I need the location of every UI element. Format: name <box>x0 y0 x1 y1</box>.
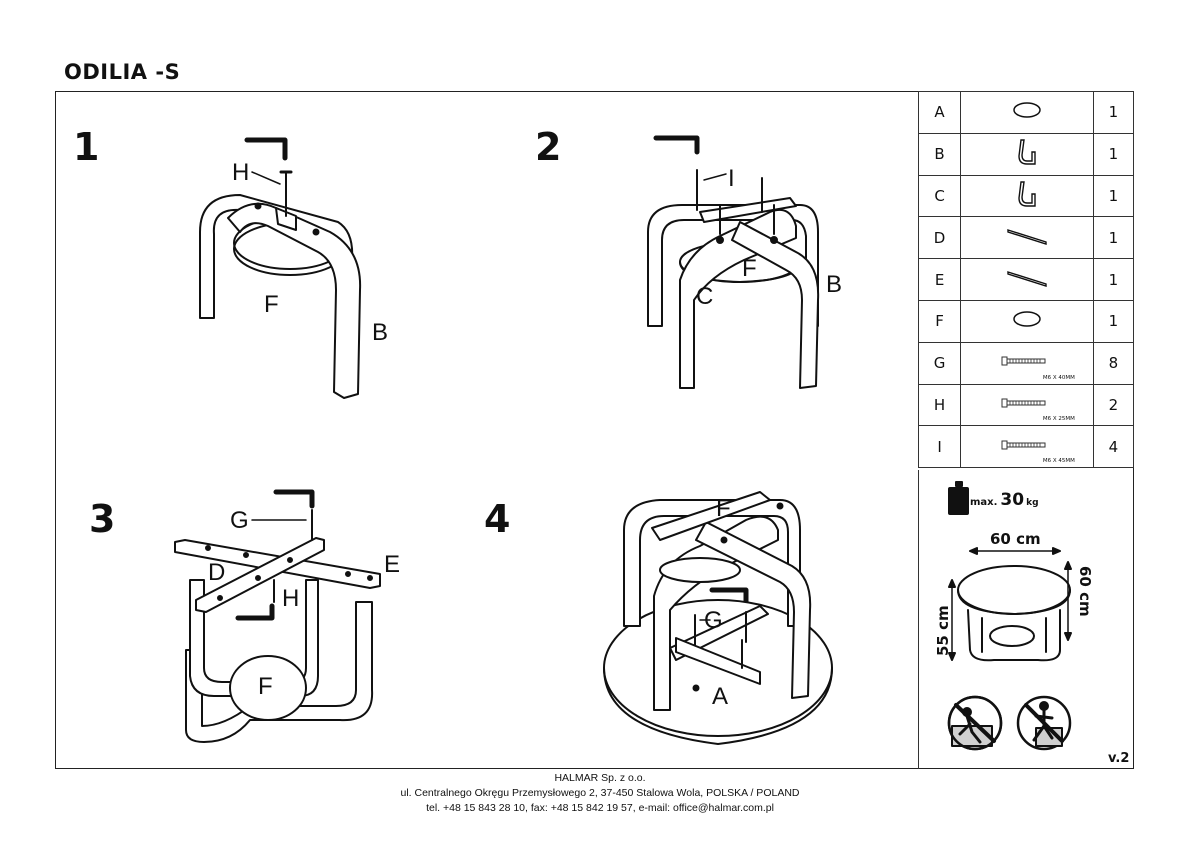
part-letter: C <box>917 174 962 218</box>
screw-icon: M6 X 25MM <box>960 383 1094 427</box>
cross-bar-icon <box>960 216 1094 260</box>
part-quantity: 1 <box>1092 216 1135 260</box>
cross-bar-icon <box>960 258 1094 301</box>
max-load-value: 30 <box>1000 490 1025 510</box>
screw-size-label: M6 X 45MM <box>1042 458 1075 465</box>
part-quantity: 1 <box>1092 132 1135 176</box>
part-letter: A <box>917 91 962 134</box>
round-shelf-icon <box>960 299 1094 343</box>
step3-label-g: G <box>230 507 249 534</box>
part-letter: I <box>917 425 962 469</box>
part-quantity: 1 <box>1092 174 1135 218</box>
footer-address: ul. Centralnego Okręgu Przemysłowego 2, … <box>400 787 800 799</box>
max-load-unit: kg <box>1026 498 1039 508</box>
tool-arrow-icon <box>653 135 700 155</box>
step1-illustration <box>199 137 362 399</box>
part-quantity: 1 <box>1092 91 1135 134</box>
instruction-frame <box>55 91 1134 769</box>
step3-label-d: D <box>208 559 225 586</box>
round-top-icon <box>960 91 1094 134</box>
step1-label-f: F <box>264 291 279 318</box>
dimension-depth: 60 cm <box>1076 566 1094 617</box>
page-title: ODILIA -S <box>64 60 181 84</box>
step3-bar-d <box>195 537 325 613</box>
step1-leg-b <box>227 202 362 399</box>
step3-label-e: E <box>384 551 400 578</box>
step2-leg-b <box>679 208 797 389</box>
no-standing-icon <box>947 695 1003 751</box>
tool-arrow-icon <box>235 603 275 621</box>
step4-label-f: F <box>716 495 731 522</box>
tool-arrow-icon <box>709 587 749 607</box>
no-climbing-icon <box>1016 695 1072 751</box>
step2-label-f: F <box>742 255 757 282</box>
part-letter: F <box>917 299 962 343</box>
step4-illustration <box>603 491 833 745</box>
step2-illustration <box>647 135 820 389</box>
step-number-2: 2 <box>535 125 562 169</box>
step3-shelf-f <box>229 655 307 721</box>
product-dimension-sketch <box>948 547 1072 662</box>
part-quantity: 2 <box>1092 383 1135 427</box>
max-load-prefix: max. <box>970 497 998 508</box>
dimension-height: 55 cm <box>934 605 952 656</box>
part-quantity: 8 <box>1092 341 1135 385</box>
screw-icon: M6 X 45MM <box>960 425 1094 469</box>
curved-leg-icon <box>960 174 1094 218</box>
step2-label-i: I <box>728 165 735 192</box>
screw-icon: M6 X 40MM <box>960 341 1094 385</box>
part-letter: B <box>917 132 962 176</box>
weight-icon <box>948 481 969 515</box>
screw-size-label: M6 X 25MM <box>1042 416 1075 423</box>
screw-size-label: M6 X 40MM <box>1042 374 1075 381</box>
step2-label-b: B <box>826 271 842 298</box>
part-quantity: 4 <box>1092 425 1135 469</box>
step1-label-b: B <box>372 319 388 346</box>
footer-company: HALMAR Sp. z o.o. <box>554 772 646 784</box>
step1-label-h: H <box>232 159 249 186</box>
step3-label-f: F <box>258 673 273 700</box>
parts-row: G M6 X 40MM 8 <box>917 341 1135 385</box>
parts-row: I M6 X 45MM 4 <box>917 425 1135 469</box>
step2-label-c: C <box>696 283 713 310</box>
footer: HALMAR Sp. z o.o. ul. Centralnego Okręgu… <box>0 771 1200 816</box>
part-letter: E <box>917 258 962 301</box>
part-letter: D <box>917 216 962 260</box>
part-letter: G <box>917 341 962 385</box>
sidebar-divider <box>918 470 919 769</box>
tool-arrow-icon <box>273 489 315 509</box>
parts-row: H M6 X 25MM 2 <box>917 383 1135 427</box>
curved-leg-icon <box>960 132 1094 176</box>
dimension-width: 60 cm <box>990 530 1041 548</box>
tool-arrow-icon <box>244 137 288 161</box>
part-letter: H <box>917 383 962 427</box>
step4-label-g: G <box>704 607 723 634</box>
footer-contact: tel. +48 15 843 28 10, fax: +48 15 842 1… <box>426 802 774 814</box>
version-label: v.2 <box>1108 751 1130 766</box>
step3-illustration <box>174 489 381 743</box>
step-number-4: 4 <box>484 497 511 541</box>
step4-label-a: A <box>712 683 728 710</box>
step3-label-h: H <box>282 585 299 612</box>
step-number-3: 3 <box>89 497 116 541</box>
step-number-1: 1 <box>73 125 100 169</box>
part-quantity: 1 <box>1092 299 1135 343</box>
part-quantity: 1 <box>1092 258 1135 301</box>
